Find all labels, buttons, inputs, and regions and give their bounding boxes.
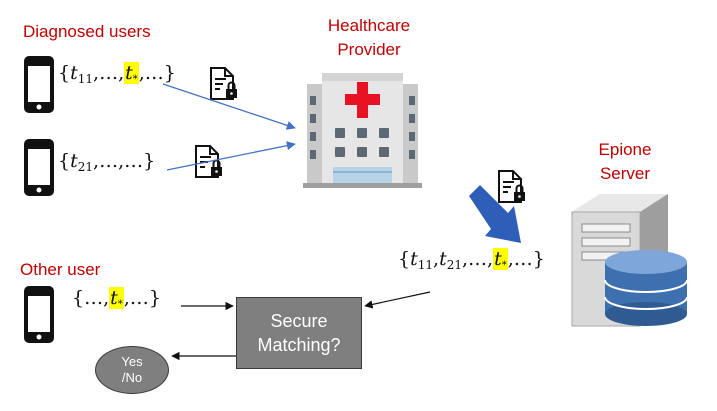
smartphone-icon: [24, 139, 54, 196]
result-yes: Yes: [121, 354, 143, 369]
healthcare-provider-line1: Healthcare: [327, 16, 411, 35]
epione-server-label: Epione Server: [575, 138, 675, 186]
smartphone-icon: [24, 286, 54, 343]
result-no: /No: [121, 370, 143, 385]
epione-server-line2: Server: [599, 164, 651, 183]
server-database-icon: [571, 194, 688, 327]
diagnosed-users-label: Diagnosed users: [23, 22, 151, 41]
encrypted-document-icon: [498, 170, 525, 203]
smartphone-icon: [24, 56, 54, 113]
upload-arrow-user1: [162, 83, 296, 130]
secure-matching-line1: Secure: [270, 311, 328, 331]
upload-arrow-user2: [166, 141, 296, 171]
epione-server-line1: Epione: [598, 140, 652, 159]
hospital-icon: [303, 73, 422, 188]
publish-arrow: [469, 185, 521, 243]
other-user-token-set: { … , t*, … }: [72, 287, 161, 310]
other-user-label: Other user: [20, 260, 101, 279]
secure-matching-line2: Matching?: [257, 335, 341, 355]
server-data-arrow: [364, 291, 431, 309]
result-oval: Yes /No: [95, 346, 169, 394]
encrypted-document-icon: [210, 67, 237, 100]
healthcare-provider-line2: Provider: [337, 40, 401, 59]
healthcare-provider-label: Healthcare Provider: [299, 14, 439, 62]
secure-matching-box: Secure Matching?: [236, 297, 362, 369]
